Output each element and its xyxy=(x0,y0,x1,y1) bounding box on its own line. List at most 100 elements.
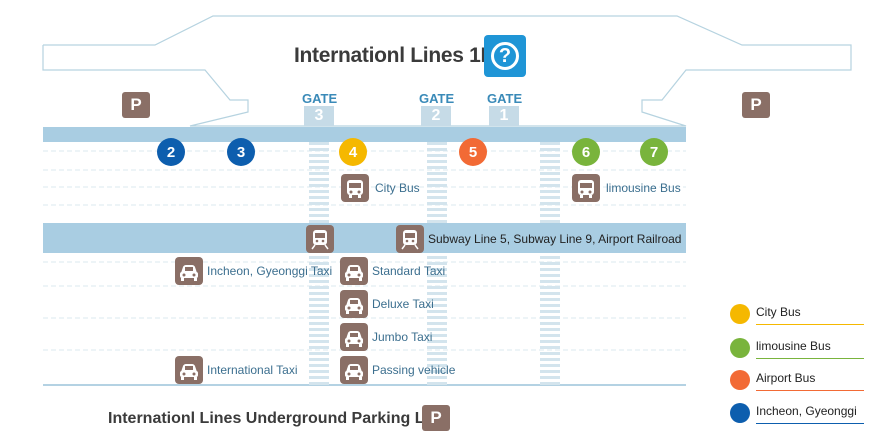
crosswalk-stripe xyxy=(309,304,329,307)
crosswalk-stripe xyxy=(427,262,447,265)
legend-underline xyxy=(756,358,864,359)
gate-3-label: GATE xyxy=(302,91,338,106)
crosswalk-stripe xyxy=(427,190,447,193)
parking-badge-right[interactable]: P xyxy=(742,92,770,118)
crosswalk-stripe xyxy=(309,352,329,355)
crosswalk-stripe xyxy=(427,178,447,181)
subway-icon[interactable] xyxy=(306,225,334,253)
crosswalk-stripe xyxy=(540,328,560,331)
bus-icon[interactable] xyxy=(341,174,369,202)
crosswalk-stripe xyxy=(309,286,329,289)
crosswalk-stripe xyxy=(427,286,447,289)
crosswalk-stripe xyxy=(540,310,560,313)
crosswalk-stripe xyxy=(540,208,560,211)
crosswalk-stripe xyxy=(309,298,329,301)
crosswalk-stripe xyxy=(427,346,447,349)
stop-5[interactable]: 5 xyxy=(459,138,487,166)
crosswalk-stripe xyxy=(309,364,329,367)
crosswalk-stripe xyxy=(427,370,447,373)
crosswalk-stripe xyxy=(427,298,447,301)
crosswalk-stripe xyxy=(309,160,329,163)
legend-airport-bus: Airport Bus xyxy=(730,370,864,392)
crosswalk-stripe xyxy=(540,274,560,277)
parking-badge-left[interactable]: P xyxy=(122,92,150,118)
crosswalk-stripe xyxy=(309,202,329,205)
crosswalk-stripe xyxy=(309,208,329,211)
crosswalk-stripe xyxy=(309,256,329,259)
crosswalk-stripe xyxy=(540,352,560,355)
crosswalk-stripe xyxy=(540,148,560,151)
crosswalk-stripe xyxy=(309,262,329,265)
crosswalk-stripe xyxy=(427,256,447,259)
legend-dot xyxy=(730,338,750,358)
crosswalk-stripe xyxy=(540,256,560,259)
crosswalk-stripe xyxy=(540,316,560,319)
crosswalk-stripe xyxy=(309,178,329,181)
crosswalk-stripe xyxy=(427,202,447,205)
parking-lot-title: Internationl Lines Underground Parking L… xyxy=(108,410,440,427)
car-icon[interactable] xyxy=(340,356,368,384)
crosswalk-stripe xyxy=(309,190,329,193)
crosswalk-stripe xyxy=(427,292,447,295)
parking-badge-bottom[interactable]: P xyxy=(422,405,450,431)
passing-vehicle-label: Passing vehicle xyxy=(372,363,456,377)
taxi-icon[interactable] xyxy=(175,257,203,285)
crosswalk-stripe xyxy=(427,310,447,313)
crosswalk-stripe xyxy=(427,334,447,337)
crosswalk-stripe xyxy=(309,274,329,277)
taxi-icon[interactable] xyxy=(340,323,368,351)
crosswalk-stripe xyxy=(427,376,447,379)
crosswalk-stripe xyxy=(427,268,447,271)
subway-label: Subway Line 5, Subway Line 9, Airport Ra… xyxy=(428,232,682,246)
crosswalk-stripe xyxy=(540,166,560,169)
legend-underline xyxy=(756,390,864,391)
stop-6[interactable]: 6 xyxy=(572,138,600,166)
crosswalk-stripe xyxy=(540,370,560,373)
crosswalk-stripe xyxy=(540,172,560,175)
crosswalk-stripe xyxy=(427,382,447,385)
bus-icon[interactable] xyxy=(572,174,600,202)
stop-4[interactable]: 4 xyxy=(339,138,367,166)
crosswalk-stripe xyxy=(309,214,329,217)
subway-band xyxy=(43,223,686,253)
gate-2-label: GATE xyxy=(419,91,455,106)
crosswalk-stripe xyxy=(427,196,447,199)
stop-7[interactable]: 7 xyxy=(640,138,668,166)
international-taxi-label: International Taxi xyxy=(207,363,298,377)
crosswalk-stripe xyxy=(309,142,329,145)
crosswalk-stripe xyxy=(427,214,447,217)
crosswalk-stripe xyxy=(540,358,560,361)
crosswalk-stripe xyxy=(309,172,329,175)
gate-1-label: GATE xyxy=(487,91,523,106)
legend-dot xyxy=(730,304,750,324)
taxi-icon[interactable] xyxy=(175,356,203,384)
jumbo-taxi-label: Jumbo Taxi xyxy=(372,330,433,344)
crosswalk-stripe xyxy=(540,268,560,271)
stop-3[interactable]: 3 xyxy=(227,138,255,166)
crosswalk-stripe xyxy=(540,340,560,343)
crosswalk-stripe xyxy=(540,142,560,145)
crosswalk-stripe xyxy=(427,142,447,145)
legend-label: City Bus xyxy=(756,305,801,319)
crosswalk-stripe xyxy=(540,196,560,199)
crosswalk-stripe xyxy=(540,280,560,283)
help-button[interactable]: ? xyxy=(484,35,526,77)
crosswalk-stripe xyxy=(309,166,329,169)
taxi-icon[interactable] xyxy=(340,290,368,318)
crosswalk-stripe xyxy=(309,292,329,295)
crosswalk-stripe xyxy=(309,322,329,325)
crosswalk-stripe xyxy=(540,262,560,265)
stop-2[interactable]: 2 xyxy=(157,138,185,166)
crosswalk-stripe xyxy=(309,346,329,349)
crosswalk-stripe xyxy=(427,352,447,355)
crosswalk-stripe xyxy=(309,328,329,331)
taxi-icon[interactable] xyxy=(340,257,368,285)
crosswalk-stripe xyxy=(427,208,447,211)
crosswalk-stripe xyxy=(540,220,560,223)
subway-icon[interactable] xyxy=(396,225,424,253)
legend-label: Incheon, Gyeonggi xyxy=(756,404,857,418)
crosswalk-stripe xyxy=(540,190,560,193)
legend-label: limousine Bus xyxy=(756,339,831,353)
crosswalk-stripe xyxy=(540,382,560,385)
